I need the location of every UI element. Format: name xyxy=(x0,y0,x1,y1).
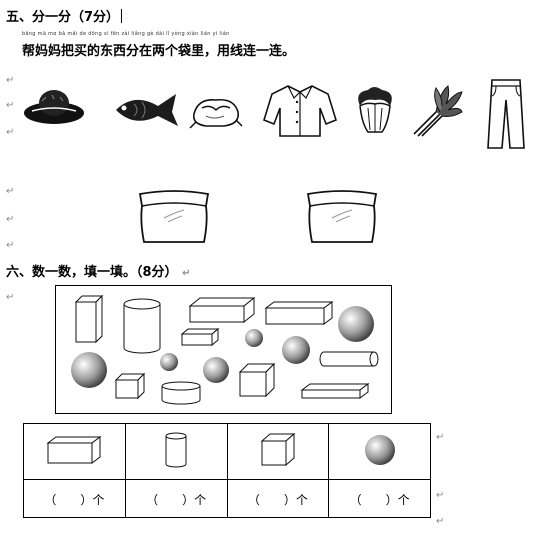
fish-icon[interactable] xyxy=(110,88,180,130)
shape-cell-sphere xyxy=(328,423,431,480)
shapes-drawing xyxy=(71,294,379,405)
count-blank[interactable]: （ ）个 xyxy=(328,479,431,518)
vegetable-bunch-icon[interactable] xyxy=(410,82,464,138)
section-5-instruction: 帮妈妈把买的东西分在两个袋里，用线连一连。 xyxy=(22,44,296,59)
sphere-icon xyxy=(364,434,395,465)
count-blank-cylinder[interactable]: （ ）个 xyxy=(146,493,207,507)
shape-cell-cube xyxy=(226,423,330,480)
paragraph-mark: ↵ xyxy=(436,490,445,501)
paragraph-mark: ↵ xyxy=(436,432,445,443)
cube-icon xyxy=(260,432,296,466)
paragraph-mark: ↵ xyxy=(6,214,15,225)
count-blank[interactable]: （ ）个 xyxy=(226,479,330,518)
shape-cell-cylinder xyxy=(124,423,228,480)
text-cursor xyxy=(121,9,123,23)
chicken-icon[interactable] xyxy=(188,90,244,132)
paragraph-mark: ↵ xyxy=(6,240,15,251)
section-6-title-text: 六、数一数，填一填。（8分） xyxy=(6,265,178,280)
count-table: （ ）个 （ ）个 （ ）个 （ ）个 xyxy=(23,423,431,518)
shape-cell-cuboid xyxy=(23,423,126,480)
pinyin-line: bāng mā mɑ bǎ mǎi de dōng xi fēn zài liǎ… xyxy=(22,31,230,37)
cuboid-icon xyxy=(46,435,102,464)
section-6-title: 六、数一数，填一填。（8分） ↵ xyxy=(6,261,190,280)
bag-icon[interactable] xyxy=(304,186,380,244)
count-blank-cuboid[interactable]: （ ）个 xyxy=(44,493,105,507)
bag-icon[interactable] xyxy=(136,186,212,244)
count-blank[interactable]: （ ）个 xyxy=(124,479,228,518)
paragraph-mark: ↵ xyxy=(436,516,445,527)
paragraph-mark: ↵ xyxy=(182,268,191,279)
section-5-title: 五、分一分（7分） xyxy=(6,6,123,25)
jacket-icon[interactable] xyxy=(262,80,340,140)
paragraph-mark: ↵ xyxy=(6,186,15,197)
paragraph-mark: ↵ xyxy=(6,75,15,86)
shapes-box xyxy=(55,285,392,414)
cylinder-icon xyxy=(165,432,187,467)
paragraph-mark: ↵ xyxy=(6,292,15,303)
paragraph-mark: ↵ xyxy=(6,100,15,111)
hat-icon[interactable] xyxy=(22,85,86,127)
cabbage-icon[interactable] xyxy=(352,84,398,136)
blank-row: （ ）个 （ ）个 （ ）个 （ ）个 xyxy=(23,479,431,518)
paragraph-mark: ↵ xyxy=(6,127,15,138)
trousers-icon[interactable] xyxy=(486,76,526,150)
count-blank[interactable]: （ ）个 xyxy=(23,479,126,518)
count-blank-cube[interactable]: （ ）个 xyxy=(247,493,308,507)
section-5-title-text: 五、分一分（7分） xyxy=(6,10,120,25)
shape-row xyxy=(23,423,431,480)
count-blank-sphere[interactable]: （ ）个 xyxy=(349,493,410,507)
